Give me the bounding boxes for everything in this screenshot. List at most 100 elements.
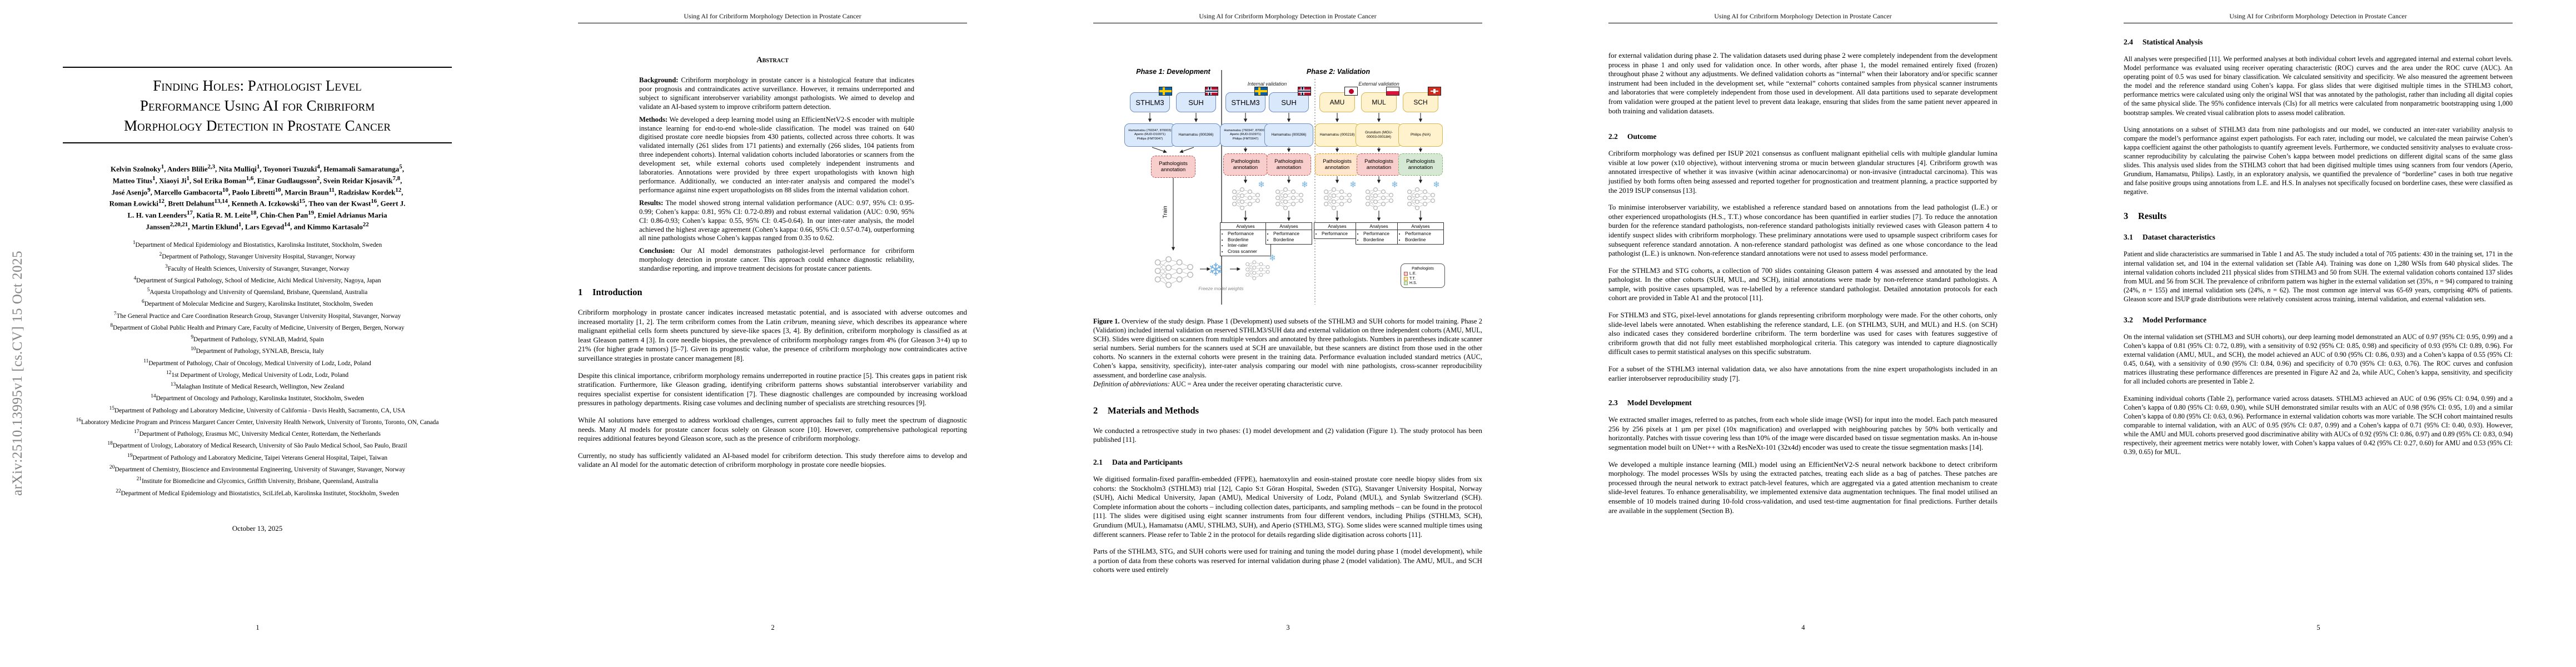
legend-swatch-hs	[1404, 281, 1408, 285]
legend-title: Pathologists	[1412, 266, 1434, 271]
title-line-2: Performance Using AI for Cribriform	[139, 97, 375, 114]
page-4-column: Using AI for Cribriform Morphology Detec…	[1608, 0, 1997, 515]
page-2: Using AI for Cribriform Morphology Detec…	[515, 0, 1030, 667]
methods-paragraph: Parts of the STHLM3, STG, and SUH cohort…	[1093, 547, 1482, 574]
legend-item: T.T.	[1404, 276, 1442, 281]
scanner-box-sthlm3-int: Hamamatsu (760347, 870003) Aperio (RUD-D…	[1220, 123, 1271, 147]
cohort-box-sthlm3-int: STHLM3	[1225, 92, 1265, 112]
legend-item: H.S.	[1404, 281, 1442, 285]
author-line: Matteo Titus1, Xiaoyi Ji1, Sol Erika Bom…	[112, 175, 402, 185]
affiliation: 121st Department of Urology, Medical Uni…	[166, 370, 349, 379]
methods-paragraph: We conducted a retrospective study in tw…	[1093, 426, 1482, 444]
poland-flag-icon	[1386, 87, 1399, 96]
scanner-box-sch: Philips (N/A)	[1398, 123, 1443, 147]
affiliation: 13Malaghan Institute of Medical Research…	[170, 382, 345, 390]
training-model-icon	[1148, 252, 1198, 288]
paper-title: Finding Holes: Pathologist Level Perform…	[63, 76, 452, 136]
frozen-model-icon: ❄	[1322, 180, 1357, 210]
author-line: L. H. van Leenders17, Katia R. M. Leite1…	[127, 210, 387, 220]
intro-paragraph: While AI solutions have emerged to addre…	[578, 416, 967, 443]
analyses-box-suh-int: Analyses Performance Borderline	[1265, 222, 1312, 245]
outcome-paragraph: To minimise interobserver variability, w…	[1608, 203, 1997, 258]
cohort-box-suh-dev: SUH	[1176, 92, 1216, 112]
statistical-analysis-body: All analyses were prespecified [11]. We …	[2124, 54, 2513, 196]
dataset-characteristics-body: Patient and slide characteristics are su…	[2124, 250, 2513, 303]
scanner-box-suh-dev: Hamamatsu (000266)	[1172, 123, 1220, 147]
outcome-paragraph: Cribriform morphology was defined per IS…	[1608, 150, 1997, 195]
affiliation: 6Department of Molecular Medicine and Su…	[141, 299, 373, 308]
methods-paragraph: for external validation during phase 2. …	[1608, 52, 1997, 115]
affiliation: 22Department of Medical Epidemiology and…	[116, 488, 399, 497]
page-3-column: Using AI for Cribriform Morphology Detec…	[1093, 0, 1482, 575]
freeze-weights-label: Freeze model weights	[1198, 286, 1244, 291]
affiliation: 16Laboratory Medicine Program and Prince…	[76, 417, 439, 426]
cohort-box-sch: SCH	[1403, 92, 1438, 112]
snowflake-icon: ❄	[1208, 260, 1223, 280]
legend-swatch-tt	[1404, 276, 1408, 281]
model-performance-body: On the internal validation set (STHLM3 a…	[2124, 332, 2513, 456]
model-development-body: We extracted smaller images, referred to…	[1608, 415, 1997, 515]
intro-paragraph: Cribriform morphology in prostate cancer…	[578, 308, 967, 362]
stats-paragraph: Using annotations on a subset of STHLM3 …	[2124, 125, 2513, 196]
title-line-1: Finding Holes: Pathologist Level	[153, 77, 362, 94]
abstract-background: Background: Cribriform morphology in pro…	[639, 76, 914, 111]
affiliation: 10Department of Pathology, SYNLAB, Bresc…	[191, 346, 324, 355]
abstract-methods: Methods: We developed a deep learning mo…	[639, 115, 914, 194]
methods-paragraph: We digitised formalin-fixed paraffin-emb…	[1093, 475, 1482, 539]
japan-flag-icon	[1344, 87, 1358, 96]
affiliation: 21Institute for Biomedicine and Glycomic…	[136, 476, 378, 485]
train-arrow-label: Train	[1162, 206, 1169, 218]
cohort-box-amu: AMU	[1319, 92, 1355, 112]
analyses-box-amu: Analyses Performance	[1314, 222, 1361, 239]
affiliation: 3Faculty of Health Sciences, University …	[165, 263, 350, 272]
page-number: 2	[771, 624, 775, 631]
snowflake-icon: ❄	[1391, 180, 1398, 190]
page-number: 4	[1801, 624, 1805, 631]
abstract-conclusion: Conclusion: Our AI model demonstrates pa…	[639, 247, 914, 273]
author-line: Kelvin Szolnoky1, Anders Blilie2,3, Nita…	[111, 163, 404, 173]
scanner-box-mul: Grundium (MGU-00003-000184)	[1356, 123, 1402, 147]
switzerland-flag-icon	[1428, 87, 1441, 96]
affiliation: 8Department of Global Public Health and …	[110, 322, 405, 331]
running-header: Using AI for Cribriform Morphology Detec…	[1608, 12, 1997, 23]
figure-arrows	[1148, 70, 1423, 305]
frozen-model-icon: ❄	[1363, 180, 1398, 210]
page-2-column: Using AI for Cribriform Morphology Detec…	[578, 0, 967, 470]
page-number: 3	[1286, 624, 1290, 631]
scanner-box-suh-int: Hamamatsu (000266)	[1264, 123, 1313, 147]
affiliation: 14Department of Oncology and Pathology, …	[151, 394, 364, 402]
legend-swatch-le	[1404, 272, 1408, 276]
affiliation: 2Department of Pathology, Stavanger Univ…	[159, 252, 356, 260]
phase1-label: Phase 1: Development	[1136, 68, 1210, 76]
title-rule-bottom	[63, 142, 452, 143]
outcome-paragraph: For the STHLM3 and STG cohorts, a collec…	[1608, 266, 1997, 302]
page-number: 1	[256, 624, 260, 631]
affiliation: 19Department of Pathology and Laboratory…	[127, 452, 387, 461]
page-4: Using AI for Cribriform Morphology Detec…	[1546, 0, 2061, 667]
affiliation: 17Department of Pathology, Erasmus MC, U…	[134, 429, 381, 437]
title-rule-top	[63, 67, 452, 68]
snowflake-icon: ❄	[1269, 253, 1276, 263]
outcome-body: Cribriform morphology was defined per IS…	[1608, 149, 1997, 383]
affiliation: 11Department of Pathology, Chair of Onco…	[143, 358, 371, 367]
abstract-results: Results: The model showed strong interna…	[639, 198, 914, 242]
phase2-label: Phase 2: Validation	[1306, 68, 1371, 76]
snowflake-icon: ❄	[1258, 180, 1265, 190]
analyses-box-mul: Analyses Performance Borderline	[1356, 222, 1402, 245]
cohort-box-suh-int: SUH	[1269, 92, 1309, 112]
frozen-model-icon: ❄	[1242, 253, 1276, 280]
materials-methods-body: We conducted a retrospective study in tw…	[1093, 426, 1482, 445]
snowflake-icon: ❄	[1433, 180, 1440, 190]
figure-1: Phase 1: Development Phase 2: Validation…	[1093, 60, 1482, 311]
